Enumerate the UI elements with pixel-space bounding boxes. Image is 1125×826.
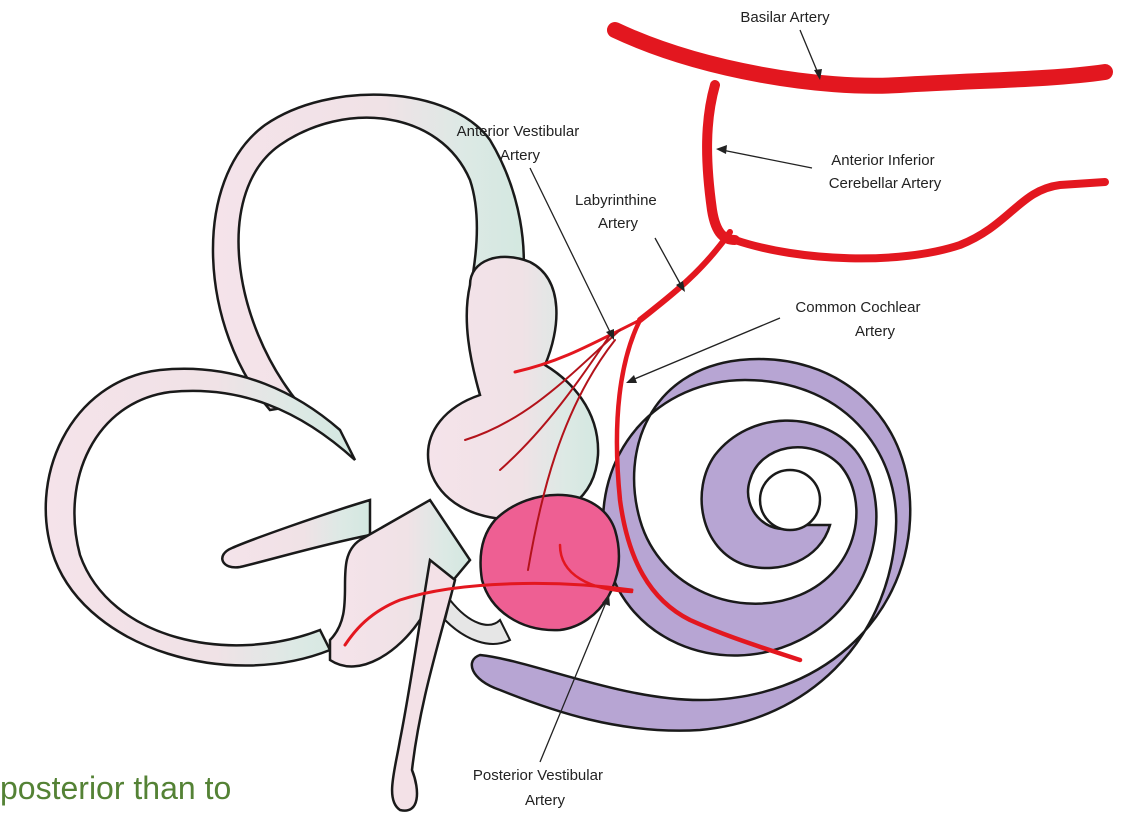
cochlea-apex	[760, 470, 820, 530]
label-labyrinthine-line-2: Artery	[598, 215, 639, 232]
label-labyrinthine-line-1: Labyrinthine	[575, 192, 657, 209]
saccule	[481, 495, 619, 630]
aica-trunk	[707, 85, 735, 240]
label-common-cochlear-line-1: Common Cochlear	[795, 299, 920, 316]
label-posterior-vestibular-line-1: Posterior Vestibular	[473, 767, 603, 784]
label-basilar-artery: Basilar Artery	[740, 9, 830, 26]
label-aica-line-1: Anterior Inferior	[831, 152, 934, 169]
posterior-semicircular-canal	[46, 369, 355, 666]
label-labyrinthine-artery: Labyrinthine Artery	[575, 192, 661, 232]
aica-leader	[722, 150, 812, 168]
label-anterior-vestibular-line-2: Artery	[500, 147, 541, 164]
labyrinthine-leader	[655, 238, 682, 287]
label-anterior-vestibular-line-1: Anterior Vestibular	[457, 123, 580, 140]
label-common-cochlear-artery: Common Cochlear Artery	[795, 299, 924, 340]
caption-fragment: posterior than to	[0, 768, 231, 808]
label-posterior-vestibular-line-2: Artery	[525, 792, 566, 809]
label-aica-line-2: Cerebellar Artery	[829, 175, 942, 192]
label-posterior-vestibular-artery: Posterior Vestibular Artery	[473, 767, 607, 809]
aica-arrowhead	[716, 145, 727, 154]
labyrinthine-artery	[640, 232, 730, 320]
basilar-artery	[615, 30, 1105, 86]
anterior-inferior-cerebellar-artery	[735, 182, 1105, 258]
label-common-cochlear-line-2: Artery	[855, 323, 896, 340]
label-aica: Anterior Inferior Cerebellar Artery	[829, 152, 942, 192]
common-cochlear-arrowhead	[626, 375, 637, 383]
